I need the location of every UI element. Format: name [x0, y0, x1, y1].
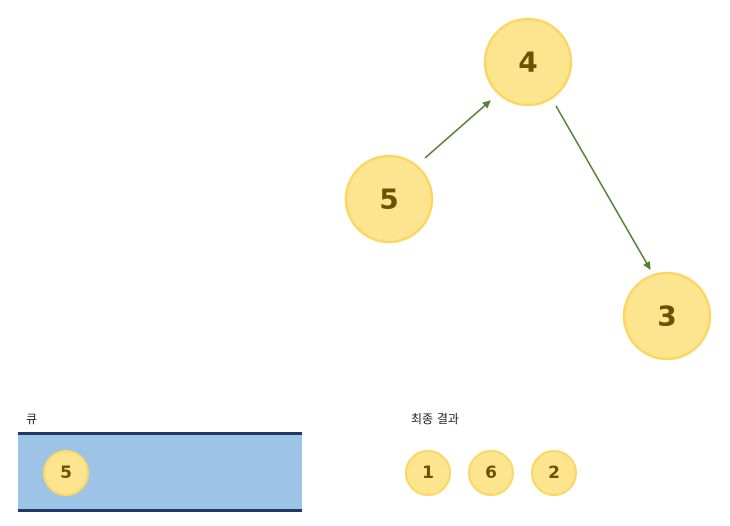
edge-5-to-4 — [424, 100, 491, 159]
graph-node-4-circle — [483, 17, 573, 107]
graph-node-4-label: 4 — [518, 46, 537, 79]
queue-label: 큐 — [26, 412, 38, 426]
graph-node-5-circle — [344, 154, 434, 244]
result-item: 1 — [405, 450, 451, 496]
result-item: 6 — [468, 450, 514, 496]
result-label: 최종 결과 — [411, 412, 459, 426]
graph-node-3: 3 — [622, 271, 712, 361]
edge-4-to-3 — [555, 105, 651, 270]
graph-node-3-label: 3 — [657, 300, 676, 333]
graph-node-5: 5 — [344, 154, 434, 244]
graph-node-4: 4 — [483, 17, 573, 107]
graph-node-3-circle — [622, 271, 712, 361]
queue-item: 5 — [43, 450, 89, 496]
graph-node-5-label: 5 — [379, 183, 398, 216]
result-item: 2 — [531, 450, 577, 496]
